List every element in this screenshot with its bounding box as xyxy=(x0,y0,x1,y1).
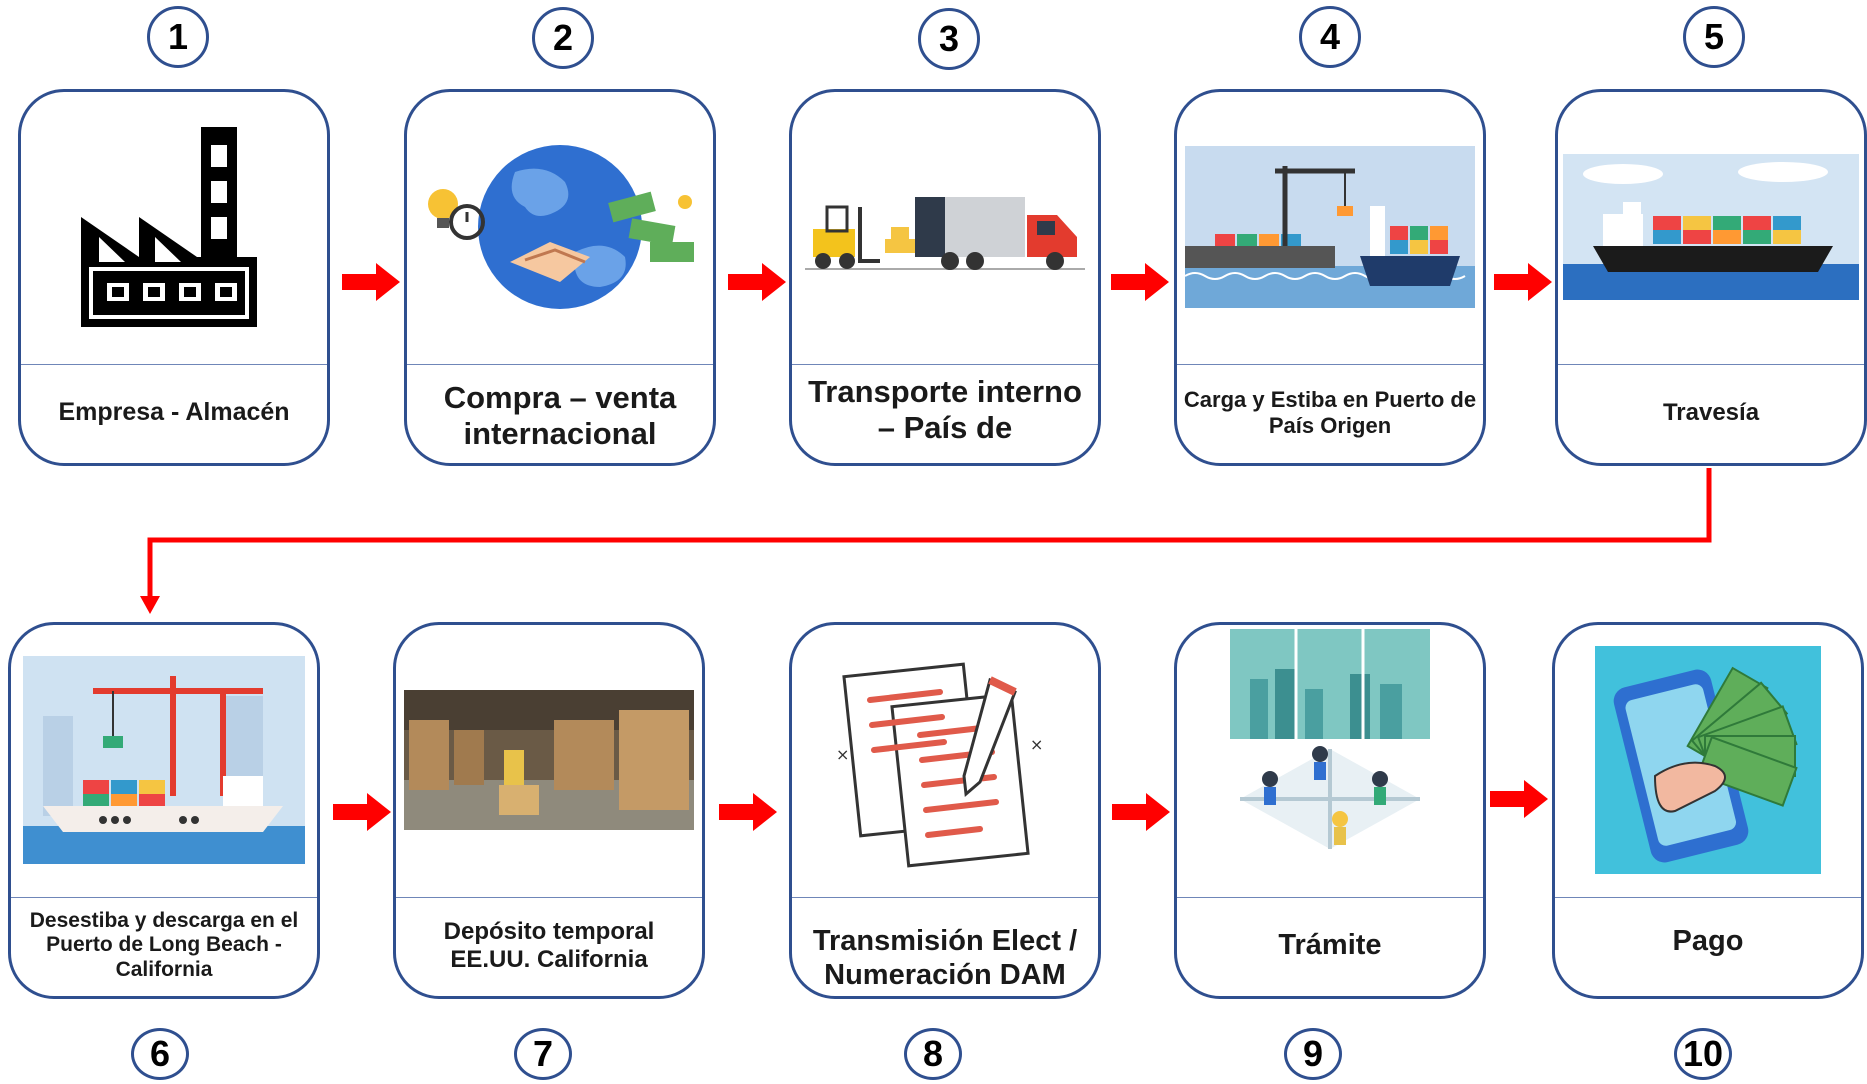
step-number: 6 xyxy=(131,1028,189,1080)
card-divider xyxy=(792,364,1098,365)
arrow-right-icon xyxy=(1112,793,1170,831)
step-number: 1 xyxy=(147,6,209,68)
step-label: Travesía xyxy=(1662,398,1760,426)
card-divider xyxy=(11,897,317,898)
step-number: 9 xyxy=(1284,1028,1342,1080)
port-crane-ship-icon xyxy=(1185,146,1475,308)
step-label: Carga y Estiba en Puerto de País Origen xyxy=(1183,387,1477,438)
step-card-9: Trámite xyxy=(1174,622,1486,999)
documents-pencil-icon: × × xyxy=(836,662,1043,868)
warehouse-icon xyxy=(404,690,694,830)
step-label: Depósito temporal EE.UU. California xyxy=(443,917,655,973)
step-card-1: Empresa - Almacén xyxy=(18,89,330,466)
step-label: Desestiba y descarga en el Puerto de Lon… xyxy=(29,909,299,981)
card-divider xyxy=(1555,897,1861,898)
port-unload-icon xyxy=(23,656,305,864)
step-card-3: Transporte interno – País de xyxy=(789,89,1101,466)
svg-text:×: × xyxy=(1030,735,1043,754)
step-card-6: Desestiba y descarga en el Puerto de Lon… xyxy=(8,622,320,999)
step-number: 7 xyxy=(514,1028,572,1080)
step-number: 4 xyxy=(1299,6,1361,68)
step-label: Pago xyxy=(1672,925,1744,957)
step-label: Trámite xyxy=(1278,928,1382,961)
container-ship-icon xyxy=(1563,154,1859,300)
step-label: Empresa - Almacén xyxy=(58,398,290,427)
step-number: 10 xyxy=(1674,1028,1732,1080)
svg-text:×: × xyxy=(836,745,849,764)
card-divider xyxy=(396,897,702,898)
arrow-right-icon xyxy=(719,793,777,831)
arrow-right-icon xyxy=(1111,263,1169,301)
phone-payment-icon xyxy=(1595,646,1821,874)
factory-icon xyxy=(81,127,257,327)
step-label: Transmisión Elect / Numeración DAM xyxy=(812,927,1078,990)
office-workers-icon xyxy=(1230,629,1430,849)
step-number: 3 xyxy=(918,8,980,70)
step-card-8: × × Transmisión Elect / Numeración DAM xyxy=(789,622,1101,999)
card-divider xyxy=(792,897,1098,898)
forklift-truck-icon xyxy=(805,197,1085,270)
step-number: 8 xyxy=(904,1028,962,1080)
step-card-5: Travesía xyxy=(1555,89,1867,466)
step-card-4: Carga y Estiba en Puerto de País Origen xyxy=(1174,89,1486,466)
step-number: 5 xyxy=(1683,6,1745,68)
arrow-right-icon xyxy=(1494,263,1552,301)
card-divider xyxy=(21,364,327,365)
step-card-7: Depósito temporal EE.UU. California xyxy=(393,622,705,999)
step-card-2: Compra – venta internacional xyxy=(404,89,716,466)
arrow-right-icon xyxy=(1490,780,1548,818)
arrow-right-icon xyxy=(333,793,391,831)
step-label: Transporte interno – País de xyxy=(808,374,1082,445)
card-divider xyxy=(1177,897,1483,898)
arrow-right-icon xyxy=(342,263,400,301)
globe-handshake-icon xyxy=(428,145,694,309)
step-card-10: Pago xyxy=(1552,622,1864,999)
step-label: Compra – venta internacional xyxy=(443,379,677,451)
step-number: 2 xyxy=(532,7,594,69)
card-divider xyxy=(407,364,713,365)
card-divider xyxy=(1558,364,1864,365)
arrow-right-icon xyxy=(728,263,786,301)
card-divider xyxy=(1177,364,1483,365)
